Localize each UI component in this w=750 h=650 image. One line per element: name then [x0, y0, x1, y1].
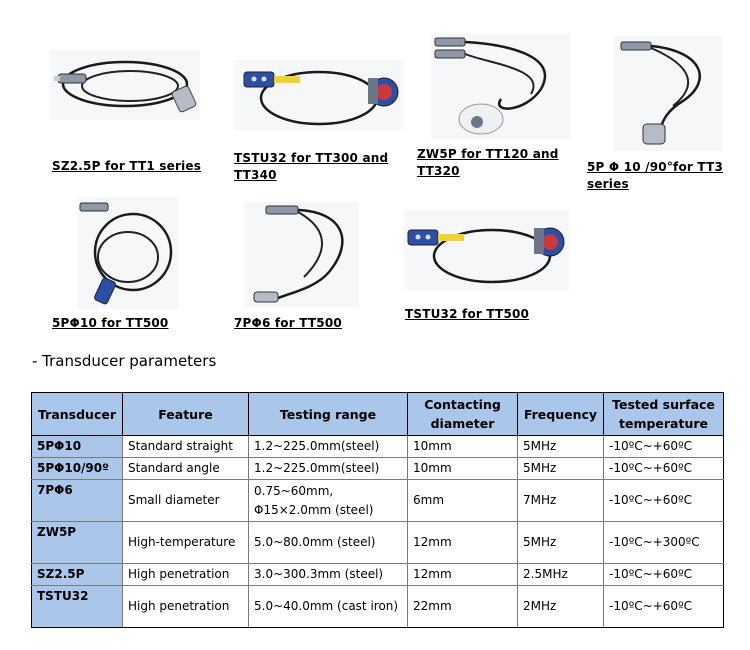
table-row: 5PΦ10 Standard straight 1.2~225.0mm(stee… — [31, 435, 724, 458]
sz25p-caption: SZ2.5P for TT1 series — [52, 159, 202, 173]
5p10-tt500-caption: 5PΦ10 for TT500 — [52, 316, 169, 330]
section-title: - Transducer parameters — [32, 352, 217, 370]
cell-temperature: -10ºC~+60ºC — [603, 585, 724, 628]
transducer-parameters-table: Transducer Feature Testing range Contact… — [31, 392, 724, 628]
product-5p10-90: 5P Φ 10 /90°for TT3 series — [587, 36, 747, 196]
cell-frequency: 7MHz — [517, 479, 604, 522]
cell-frequency: 2.5MHz — [517, 563, 604, 586]
cell-frequency: 5MHz — [517, 521, 604, 564]
cell-frequency: 5MHz — [517, 435, 604, 458]
cell-testing-range: 5.0~40.0mm (cast iron) — [248, 585, 408, 628]
tstu32-tt300-caption: TSTU32 for TT300 and TT340 — [234, 151, 389, 182]
product-7p6-tt500: 7PΦ6 for TT500 — [234, 202, 404, 332]
7p6-tt500-caption: 7PΦ6 for TT500 — [234, 316, 342, 330]
cell-feature: Standard straight — [122, 435, 249, 458]
cell-transducer: ZW5P — [31, 521, 123, 564]
cell-feature: Small diameter — [122, 479, 249, 522]
cell-contacting-diameter: 10mm — [407, 457, 518, 480]
cell-contacting-diameter: 12mm — [407, 521, 518, 564]
cell-feature: High penetration — [122, 585, 249, 628]
cell-temperature: -10ºC~+60ºC — [603, 479, 724, 522]
zw5p-caption: ZW5P for TT120 and TT320 — [417, 147, 559, 178]
header-transducer: Transducer — [31, 392, 123, 436]
cell-temperature: -10ºC~+300ºC — [603, 521, 724, 564]
cell-frequency: 5MHz — [517, 457, 604, 480]
table-row: 7PΦ6 Small diameter 0.75~60mm, Φ15×2.0mm… — [31, 479, 724, 522]
cell-testing-range: 3.0~300.3mm (steel) — [248, 563, 408, 586]
cell-transducer: 5PΦ10/90º — [31, 457, 123, 480]
cell-feature: Standard angle — [122, 457, 249, 480]
5p10-90-caption: 5P Φ 10 /90°for TT3 series — [587, 160, 724, 191]
header-tested-surface-temperature: Tested surface temperature — [603, 392, 724, 436]
product-zw5p: ZW5P for TT120 and TT320 — [417, 34, 587, 184]
cell-testing-range: 1.2~225.0mm(steel) — [248, 435, 408, 458]
cell-transducer: TSTU32 — [31, 585, 123, 628]
header-testing-range: Testing range — [248, 392, 408, 436]
cell-contacting-diameter: 10mm — [407, 435, 518, 458]
cell-transducer: 7PΦ6 — [31, 479, 123, 522]
table-row: SZ2.5P High penetration 3.0~300.3mm (ste… — [31, 563, 724, 586]
product-sz25p: SZ2.5P for TT1 series — [50, 50, 201, 180]
tstu32-tt500-transducer-image — [404, 210, 569, 290]
header-frequency: Frequency — [517, 392, 604, 436]
table-row: TSTU32 High penetration 5.0~40.0mm (cast… — [31, 585, 724, 628]
sz25p-transducer-image — [50, 50, 200, 120]
table-row: ZW5P High-temperature 5.0~80.0mm (steel)… — [31, 521, 724, 564]
cell-testing-range: 0.75~60mm, Φ15×2.0mm (steel) — [248, 479, 408, 522]
tstu32-tt500-caption: TSTU32 for TT500 — [405, 307, 530, 321]
table-header-row: Transducer Feature Testing range Contact… — [31, 392, 724, 436]
cell-temperature: -10ºC~+60ºC — [603, 563, 724, 586]
5p10-90-transducer-image — [613, 36, 723, 151]
7p6-tt500-transducer-image — [244, 202, 359, 307]
cell-feature: High-temperature — [122, 521, 249, 564]
cell-feature: High penetration — [122, 563, 249, 586]
cell-contacting-diameter: 22mm — [407, 585, 518, 628]
table-row: 5PΦ10/90º Standard angle 1.2~225.0mm(ste… — [31, 457, 724, 480]
header-feature: Feature — [122, 392, 249, 436]
cell-temperature: -10ºC~+60ºC — [603, 435, 724, 458]
header-contacting-diameter: Contacting diameter — [407, 392, 518, 436]
cell-testing-range: 1.2~225.0mm(steel) — [248, 457, 408, 480]
tstu32-tt300-transducer-image — [234, 60, 404, 130]
5p10-tt500-transducer-image — [78, 197, 178, 309]
product-tstu32-tt500: TSTU32 for TT500 — [404, 210, 579, 330]
cell-contacting-diameter: 12mm — [407, 563, 518, 586]
cell-transducer: 5PΦ10 — [31, 435, 123, 458]
cell-testing-range: 5.0~80.0mm (steel) — [248, 521, 408, 564]
zw5p-transducer-image — [431, 34, 571, 139]
cell-transducer: SZ2.5P — [31, 563, 123, 586]
cell-frequency: 2MHz — [517, 585, 604, 628]
product-tstu32-tt300: TSTU32 for TT300 and TT340 — [234, 60, 404, 190]
product-5p10-tt500: 5PΦ10 for TT500 — [50, 197, 230, 332]
cell-temperature: -10ºC~+60ºC — [603, 457, 724, 480]
cell-contacting-diameter: 6mm — [407, 479, 518, 522]
